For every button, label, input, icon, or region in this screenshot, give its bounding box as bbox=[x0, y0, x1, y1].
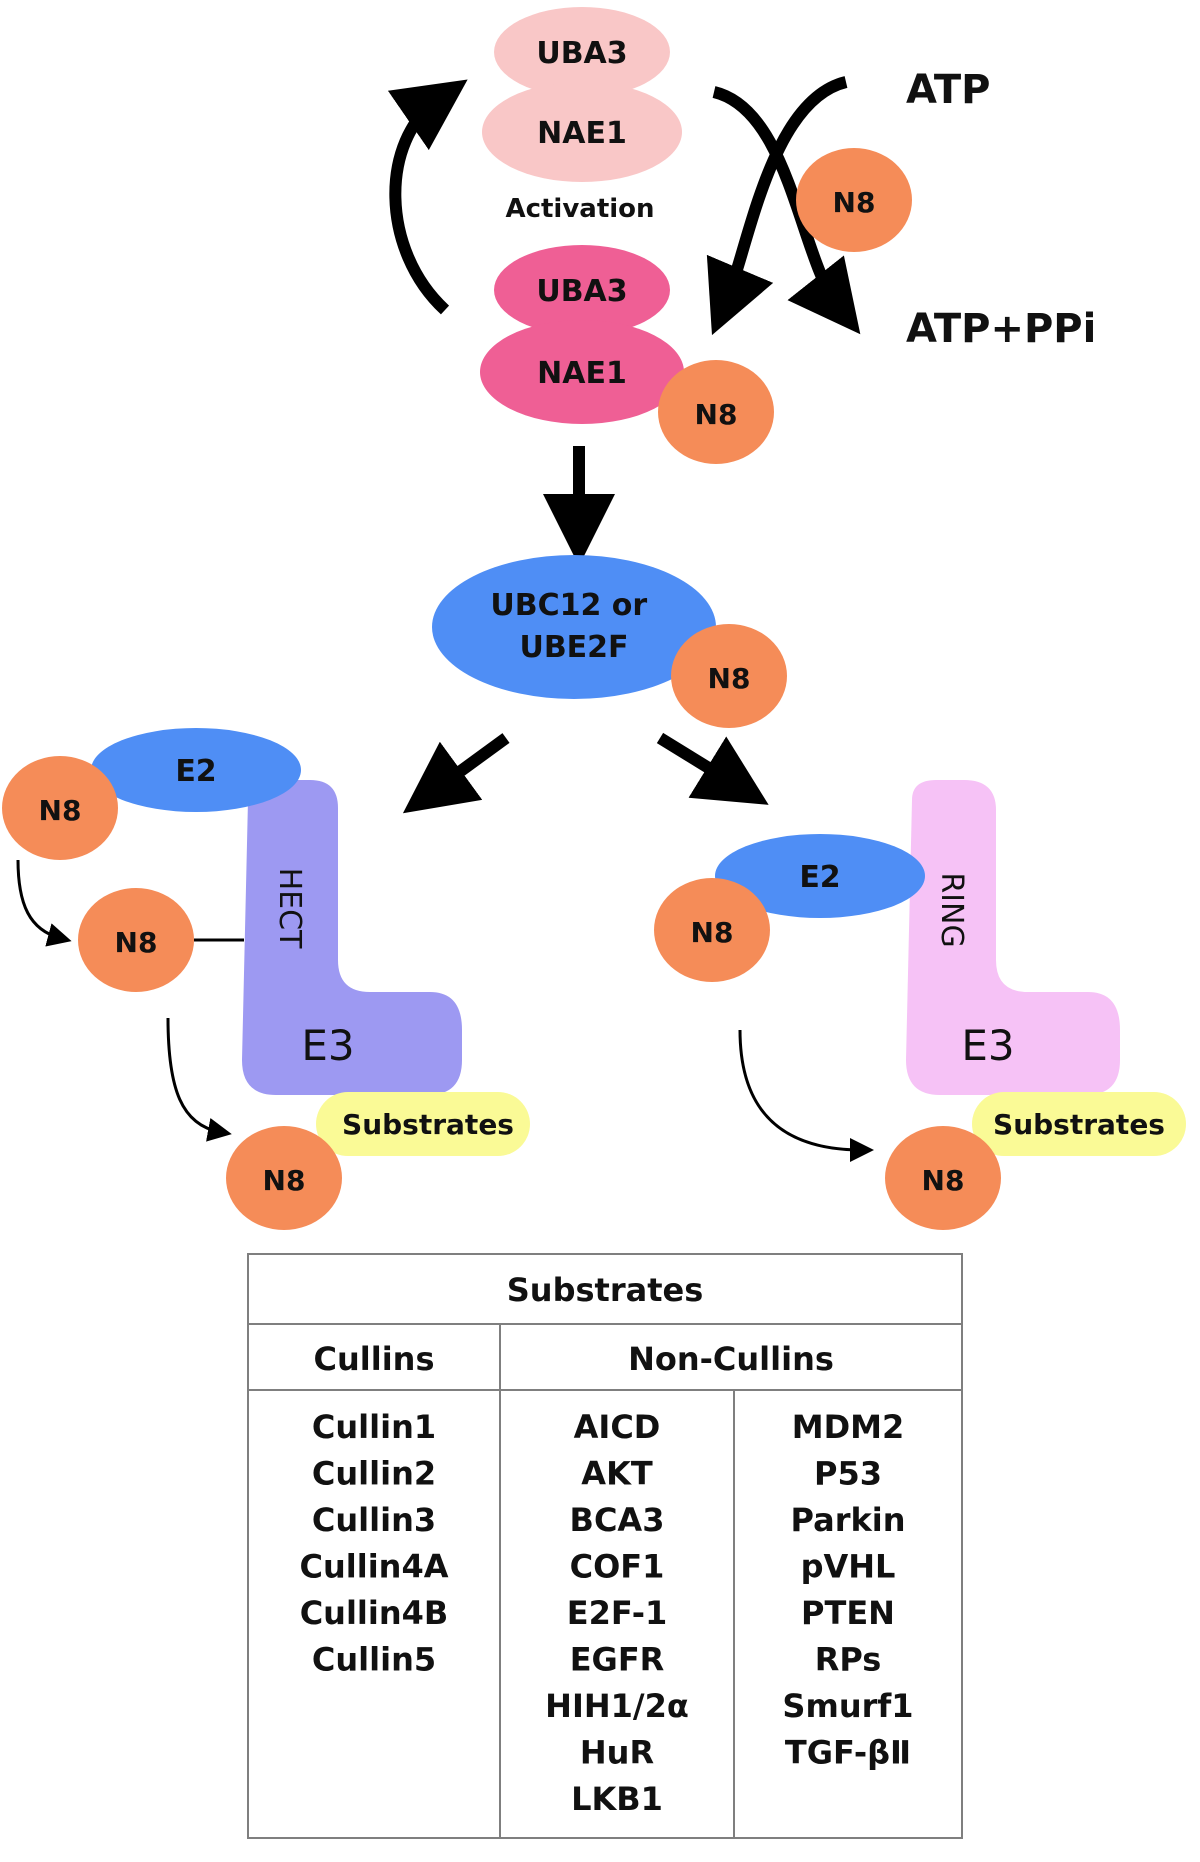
cullin-cell-4: Cullin4A bbox=[300, 1548, 449, 1586]
noncullin-b-cell-5: PTEN bbox=[801, 1594, 895, 1632]
hect-substrate bbox=[316, 1092, 530, 1156]
noncullin-a-cell-2: AKT bbox=[581, 1455, 653, 1493]
n8-on-hect-substrate bbox=[226, 1126, 342, 1230]
n8-on-nae1-label: N8 bbox=[695, 398, 738, 431]
noncullin-a-cell-4: COF1 bbox=[570, 1548, 665, 1586]
noncullin-b-cell-6: RPs bbox=[815, 1641, 882, 1679]
atp-ppi-label: ATP+PPi bbox=[906, 306, 1096, 352]
ring-e3-shape bbox=[906, 780, 1120, 1095]
arrow-to-hect bbox=[402, 733, 510, 814]
ring-substrate bbox=[972, 1092, 1186, 1156]
noncullin-a-cell-3: BCA3 bbox=[570, 1501, 665, 1539]
ring-e3-label: E3 bbox=[961, 1021, 1014, 1070]
hect-e3-shape bbox=[242, 780, 462, 1095]
cycle-arrow-left bbox=[387, 79, 468, 315]
ubc12-ellipse bbox=[432, 555, 716, 699]
ring-substrate-label: Substrates bbox=[993, 1108, 1165, 1141]
atp-in-arrow bbox=[706, 76, 848, 336]
n8-on-nae1 bbox=[658, 360, 774, 464]
substrates-table bbox=[247, 1253, 963, 1839]
ring-e2-label: E2 bbox=[799, 860, 840, 895]
transfer-arrow-1 bbox=[16, 859, 72, 947]
noncullin-b-cell-4: pVHL bbox=[801, 1548, 896, 1586]
cullin-cell-6: Cullin5 bbox=[312, 1641, 436, 1679]
activation-cycle: UBA3 NAE1 Activation UBA3 NAE1 N8 ATP AT… bbox=[387, 7, 1096, 464]
noncullin-b-cell-7: Smurf1 bbox=[782, 1687, 913, 1725]
n8-on-hect bbox=[78, 888, 194, 992]
n8-on-ring-e2 bbox=[654, 878, 770, 982]
arrow-to-ring bbox=[656, 732, 769, 805]
noncullin-b-cell-3: Parkin bbox=[791, 1501, 906, 1539]
hect-e3-label: E3 bbox=[301, 1021, 354, 1070]
n8-on-hect-label: N8 bbox=[115, 926, 158, 959]
n8-on-hect-e2-label: N8 bbox=[39, 794, 82, 827]
ring-label: RING bbox=[934, 872, 969, 947]
uba3-active bbox=[494, 245, 670, 335]
n8-on-hect-substrate-label: N8 bbox=[263, 1164, 306, 1197]
noncullin-a-cell-1: AICD bbox=[574, 1408, 661, 1446]
atp-label: ATP bbox=[906, 67, 990, 113]
n8-on-hect-e2 bbox=[2, 756, 118, 860]
e2-conjugase: UBC12 or UBE2F N8 bbox=[432, 555, 787, 728]
ring-branch: RING E3 E2 N8 Substrates N8 bbox=[654, 780, 1186, 1230]
noncullin-a-cell-7: HIH1/2α bbox=[545, 1687, 689, 1725]
n8-on-ring-substrate bbox=[885, 1126, 1001, 1230]
n8-free bbox=[796, 148, 912, 252]
uba3-inactive-label: UBA3 bbox=[536, 36, 627, 71]
n8-on-ring-e2-label: N8 bbox=[691, 916, 734, 949]
cullin-cell-2: Cullin2 bbox=[312, 1455, 436, 1493]
noncullin-a-cell-9: LKB1 bbox=[571, 1780, 663, 1818]
noncullin-a-cell-6: EGFR bbox=[570, 1641, 665, 1679]
ring-e2 bbox=[715, 834, 925, 918]
nae1-active-label: NAE1 bbox=[537, 356, 627, 391]
n8-on-ubc12-label: N8 bbox=[708, 662, 751, 695]
transfer-arrow-2 bbox=[166, 1017, 232, 1142]
nae1-active bbox=[480, 320, 684, 424]
noncullins-header: Non-Cullins bbox=[628, 1340, 834, 1378]
n8-free-label: N8 bbox=[833, 186, 876, 219]
cullin-cell-1: Cullin1 bbox=[312, 1408, 436, 1446]
nae1-inactive bbox=[482, 82, 682, 182]
ubc12-label: UBC12 or UBE2F bbox=[490, 588, 657, 665]
hect-label: HECT bbox=[272, 868, 307, 949]
noncullin-b-cell-2: P53 bbox=[814, 1455, 882, 1493]
activation-label: Activation bbox=[505, 194, 654, 224]
uba3-active-label: UBA3 bbox=[536, 274, 627, 309]
ppi-out-arrow bbox=[712, 86, 861, 335]
n8-on-ring-substrate-label: N8 bbox=[922, 1164, 965, 1197]
uba3-inactive bbox=[494, 7, 670, 97]
n8-on-ubc12 bbox=[671, 624, 787, 728]
cullin-cell-5: Cullin4B bbox=[300, 1594, 449, 1632]
noncullin-b-cell-1: MDM2 bbox=[792, 1408, 905, 1446]
transfer-arrow-ring bbox=[738, 1029, 874, 1162]
hect-e2 bbox=[91, 728, 301, 812]
noncullin-a-cell-5: E2F-1 bbox=[567, 1594, 668, 1632]
table-title: Substrates bbox=[507, 1271, 704, 1309]
nae1-inactive-label: NAE1 bbox=[537, 116, 627, 151]
noncullin-b-cell-8: TGF-βⅡ bbox=[785, 1734, 911, 1772]
cullin-cell-3: Cullin3 bbox=[312, 1501, 436, 1539]
table-outline bbox=[247, 1253, 963, 1839]
hect-branch: HECT E3 E2 N8 N8 Substrates N8 bbox=[2, 728, 530, 1230]
cullins-header: Cullins bbox=[314, 1340, 435, 1378]
hect-e2-label: E2 bbox=[175, 754, 216, 789]
noncullin-a-cell-8: HuR bbox=[580, 1734, 654, 1772]
hect-substrate-label: Substrates bbox=[342, 1108, 514, 1141]
